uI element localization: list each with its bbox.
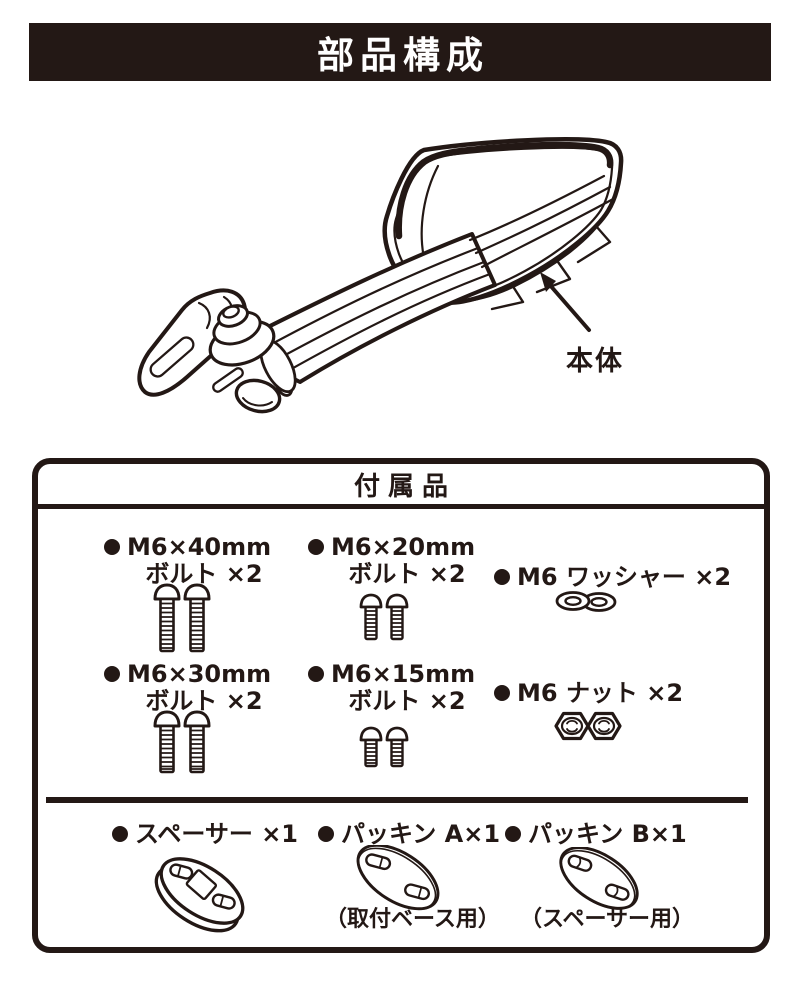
label-packing-b: パッキン B×1 bbox=[505, 822, 687, 846]
body-flow-line-3 bbox=[284, 196, 617, 374]
housing-fin-1 bbox=[576, 224, 612, 264]
label-washer: M6 ワッシャー ×2 bbox=[494, 565, 731, 589]
bullet-icon bbox=[308, 666, 324, 682]
callout-arrow-line bbox=[547, 282, 591, 332]
callout-arrow-head bbox=[540, 272, 556, 292]
nut-icon bbox=[554, 711, 622, 741]
bullet-icon bbox=[494, 569, 510, 585]
label-bolt30-line2: ボルト ×2 bbox=[145, 687, 263, 715]
bullet-icon bbox=[112, 826, 128, 842]
label-packing-a: パッキン A×1 bbox=[318, 822, 500, 846]
bolt15-icon bbox=[359, 726, 409, 768]
packing-b-icon bbox=[559, 847, 639, 910]
label-bolt15-line2: ボルト ×2 bbox=[348, 687, 466, 715]
label-bolt15: M6×15mm bbox=[308, 662, 475, 686]
label-nut: M6 ナット ×2 bbox=[494, 681, 683, 705]
bolt30-icon bbox=[153, 710, 211, 774]
accessories-title: 付属品 bbox=[353, 471, 456, 502]
accessories-header: 付属品 bbox=[38, 464, 764, 509]
bullet-icon bbox=[505, 826, 521, 842]
bullet-icon bbox=[104, 666, 120, 682]
label-spacer: スペーサー ×1 bbox=[112, 822, 298, 846]
note-packing-b: （スペーサー用） bbox=[520, 907, 695, 932]
label-bolt20: M6×20mm bbox=[308, 535, 475, 559]
body-callout-label: 本体 bbox=[566, 346, 624, 377]
body-flow-line-1 bbox=[266, 174, 606, 348]
bullet-icon bbox=[494, 685, 510, 701]
accessories-box: 付属品 M6×40mm ボルト ×2 M6×20mm ボルト ×2 M6 ワッシ… bbox=[32, 458, 770, 953]
bullet-icon bbox=[104, 539, 120, 555]
note-packing-a: （取付ベース用） bbox=[325, 907, 500, 932]
bracket-slot bbox=[149, 336, 195, 378]
bullet-icon bbox=[308, 539, 324, 555]
mirror-illustration bbox=[137, 137, 624, 414]
mirror-bottom-edge bbox=[454, 212, 608, 304]
bolt40-icon bbox=[153, 583, 211, 653]
spacer-icon bbox=[154, 857, 245, 933]
pivot-bolt-detail bbox=[242, 397, 273, 407]
label-bolt40: M6×40mm bbox=[104, 535, 271, 559]
mirror-rim-band bbox=[395, 141, 614, 240]
arm-slot bbox=[212, 367, 244, 393]
washer-icon bbox=[555, 591, 617, 612]
label-bolt40-line2: ボルト ×2 bbox=[145, 560, 263, 588]
label-bolt30: M6×30mm bbox=[104, 662, 271, 686]
bolt20-icon bbox=[359, 593, 409, 641]
label-bolt20-line2: ボルト ×2 bbox=[348, 560, 466, 588]
page-title-banner: 部品構成 bbox=[29, 23, 771, 81]
body-flow-line-2 bbox=[274, 185, 612, 362]
housing-fin-3 bbox=[490, 286, 525, 311]
bullet-icon bbox=[318, 826, 334, 842]
section-divider bbox=[46, 797, 748, 803]
pivot-cap bbox=[222, 305, 240, 319]
page-title: 部品構成 bbox=[317, 34, 489, 77]
packing-a-icon bbox=[356, 845, 440, 911]
